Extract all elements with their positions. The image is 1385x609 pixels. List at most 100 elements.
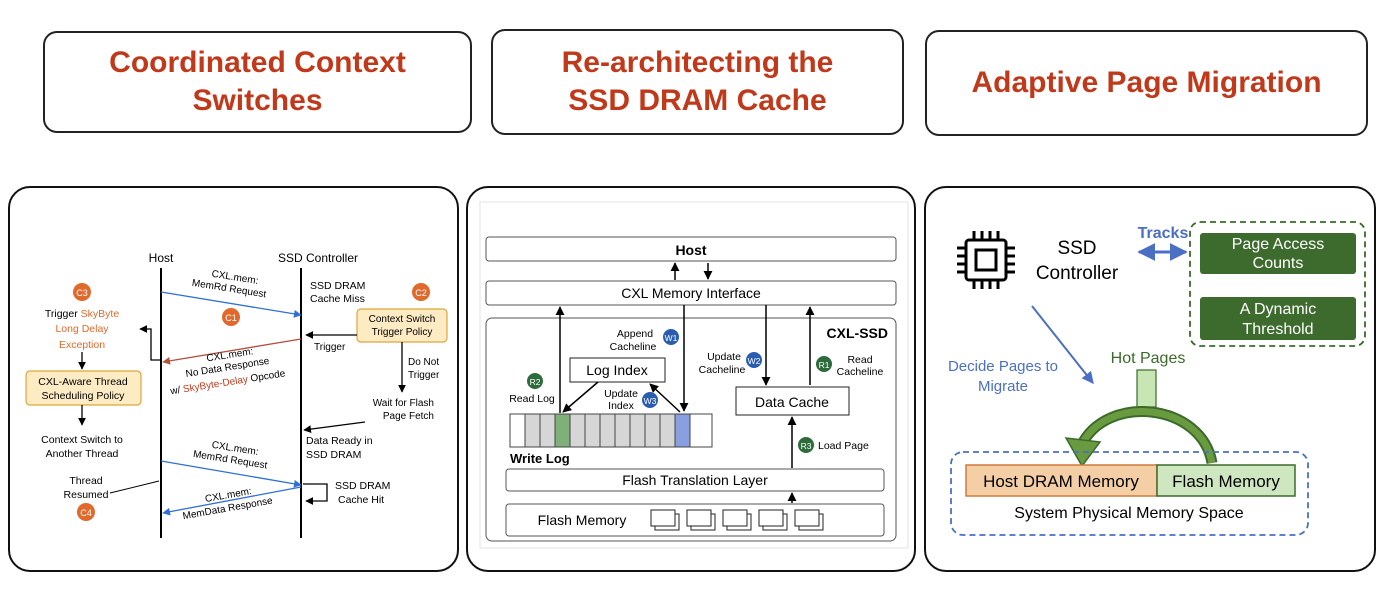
step-r1-badge bbox=[816, 356, 832, 372]
trigger-label: Trigger bbox=[314, 342, 346, 353]
memdata-response-label: CXL.mem:MemData Response bbox=[180, 483, 274, 523]
exception-arrow bbox=[139, 325, 161, 361]
no-data-response-arrow bbox=[162, 338, 302, 365]
ftl-box bbox=[505, 468, 885, 492]
step-c3-label: C3 bbox=[76, 288, 88, 298]
chip-icon bbox=[957, 231, 1015, 289]
title-page-migration: Adaptive Page Migration bbox=[925, 30, 1368, 136]
system-memory-label: System Physical Memory Space bbox=[1014, 505, 1244, 522]
write-log-label: Write Log bbox=[510, 451, 570, 466]
dram-cache-diagram: Host CXL Memory Interface CXL-SSD R2 Rea… bbox=[479, 201, 909, 549]
log-index-label: Log Index bbox=[586, 362, 648, 378]
cxl-memory-interface-label: CXL Memory Interface bbox=[621, 285, 761, 301]
cxl-ssd-label: CXL-SSD bbox=[827, 325, 888, 341]
flash-memory-box bbox=[1156, 464, 1296, 497]
title-line: Coordinated Context bbox=[109, 46, 406, 79]
step-c1-badge bbox=[222, 308, 240, 326]
context-switch-diagram: Host SSD Controller CXL.mem:MemRd Reques… bbox=[25, 251, 448, 538]
step-c4-label: C4 bbox=[80, 508, 92, 518]
data-cache-label: Data Cache bbox=[755, 394, 829, 410]
step-c3-badge bbox=[73, 283, 91, 301]
memrd-request-2-arrow bbox=[160, 460, 302, 488]
step-r2-badge bbox=[527, 373, 543, 389]
system-memory-space bbox=[950, 451, 1309, 536]
step-r1-label: R1 bbox=[819, 360, 830, 370]
flash-chip bbox=[650, 509, 676, 527]
step-w3-badge bbox=[642, 392, 658, 408]
host-dram-memory-label: Host DRAM Memory bbox=[983, 472, 1139, 491]
step-r3-badge bbox=[798, 437, 814, 453]
host-box bbox=[485, 236, 897, 262]
hot-page-block bbox=[1136, 369, 1157, 408]
tracking-group bbox=[1189, 221, 1366, 347]
step-r3-label: R3 bbox=[801, 441, 812, 451]
step-w3-label: W3 bbox=[644, 396, 657, 406]
title-line: SSD DRAM Cache bbox=[568, 84, 827, 117]
migration-arrow-inner bbox=[1077, 408, 1216, 464]
update-index-arrow bbox=[649, 383, 681, 413]
ssd-lifeline-label: SSD Controller bbox=[278, 251, 358, 265]
flash-chip bbox=[722, 509, 748, 527]
step-w1-label: W1 bbox=[665, 333, 678, 343]
memrd-request-arrow bbox=[160, 291, 302, 318]
host-lifeline-label: Host bbox=[149, 251, 174, 265]
step-w2-label: W2 bbox=[748, 356, 761, 366]
log-index-box bbox=[569, 357, 666, 383]
step-c2-label: C2 bbox=[415, 288, 427, 298]
step-w1-badge bbox=[663, 329, 679, 345]
step-c1-label: C1 bbox=[225, 313, 237, 323]
inner-frame bbox=[479, 201, 909, 549]
write-log-cell bbox=[599, 413, 616, 448]
hot-pages-label: Hot Pages bbox=[1111, 350, 1186, 367]
write-log-cell bbox=[569, 413, 586, 448]
cache-hit-loop bbox=[303, 483, 328, 505]
write-log-cell bbox=[689, 413, 713, 448]
data-ready-arrow bbox=[303, 421, 366, 433]
title-line: Re-architecting the bbox=[561, 46, 834, 79]
write-log-cell bbox=[644, 413, 661, 448]
ftl-label: Flash Translation Layer bbox=[622, 472, 768, 488]
page-access-counts-box bbox=[1200, 233, 1356, 274]
tracks-label: Tracks bbox=[1138, 225, 1189, 242]
trigger-exception-label: Trigger SkyByte bbox=[45, 308, 119, 320]
load-page-label: Load Page bbox=[818, 440, 869, 452]
thread-scheduling-policy-box bbox=[25, 370, 142, 406]
memrd-request-2-label: CXL.mem:MemRd Request bbox=[192, 437, 270, 471]
write-log-cell bbox=[539, 413, 556, 448]
resumed-pointer-line bbox=[109, 480, 160, 494]
host-dram-memory-box bbox=[965, 464, 1158, 497]
title-line: Switches bbox=[192, 84, 323, 117]
write-log-cell bbox=[659, 413, 676, 448]
memdata-response-arrow bbox=[162, 486, 302, 516]
data-cache-box bbox=[735, 386, 850, 416]
decide-pages-arrow bbox=[1031, 305, 1094, 384]
write-log-cell bbox=[509, 413, 526, 448]
log-index-to-log-arrow bbox=[562, 381, 599, 413]
host-label: Host bbox=[675, 242, 706, 258]
write-log-cell-read bbox=[554, 413, 571, 448]
flash-chip bbox=[794, 509, 820, 527]
flash-memory-label: Flash Memory bbox=[1172, 472, 1280, 491]
read-log-label: Read Log bbox=[509, 393, 555, 405]
write-log-cell bbox=[629, 413, 646, 448]
